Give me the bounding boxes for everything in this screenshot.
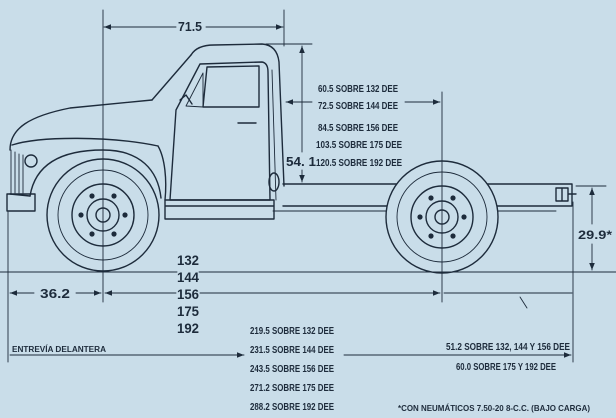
front-fender-rear-edge bbox=[157, 145, 167, 201]
rear-hitch bbox=[555, 187, 577, 202]
front-overhang-label: 36.2 bbox=[40, 286, 70, 301]
lug-nut bbox=[111, 231, 117, 237]
lug-nut bbox=[428, 195, 434, 201]
windshield-pillar bbox=[151, 54, 192, 101]
frame-height-label: 29.9* bbox=[578, 228, 612, 242]
tire-footnote: *CON NEUMÁTICOS 7.50-20 8-C.C. (BAJO CAR… bbox=[398, 403, 590, 413]
lug-nut bbox=[417, 214, 423, 220]
cab-rear-pillar bbox=[271, 69, 277, 201]
cab-to-axle-label: 60.5 SOBRE 132 DEE bbox=[318, 83, 398, 95]
rear-overhang-label: 51.2 SOBRE 132, 144 Y 156 DEE bbox=[446, 342, 570, 353]
headlight bbox=[24, 154, 38, 168]
cab-length-label: 71.5 bbox=[178, 19, 202, 34]
lug-nut bbox=[428, 233, 434, 239]
vent-window bbox=[185, 72, 204, 108]
grille bbox=[10, 149, 24, 195]
fuel-filler-cap bbox=[268, 172, 280, 192]
wheelbase-label: 144 bbox=[177, 269, 199, 285]
wheelbase-label: 192 bbox=[177, 320, 199, 336]
cab-to-axle-label: 103.5 SOBRE 175 DEE bbox=[316, 139, 402, 151]
lug-nut bbox=[89, 193, 95, 199]
front-bumper bbox=[6, 193, 36, 212]
fender-front-lower bbox=[9, 193, 31, 197]
hood bbox=[9, 99, 153, 151]
truck-side-view bbox=[6, 43, 577, 220]
lug-nut bbox=[89, 231, 95, 237]
leader-mark bbox=[519, 296, 528, 309]
cab-to-axle-label: 72.5 SOBRE 144 DEE bbox=[318, 100, 398, 112]
cab-height-extension bbox=[265, 43, 313, 185]
door-window bbox=[202, 65, 260, 108]
overall-length-label: 243.5 SOBRE 156 DEE bbox=[250, 364, 334, 375]
wheelbase-label: 132 bbox=[177, 252, 199, 268]
overall-length-label: 219.5 SOBRE 132 DEE bbox=[250, 326, 334, 337]
lug-nut bbox=[461, 214, 467, 220]
cab-door bbox=[169, 61, 271, 201]
dimension-labels: 71.5 60.5 SOBRE 132 DEE 72.5 SOBRE 144 D… bbox=[12, 19, 612, 413]
wheelbase-label: 156 bbox=[177, 286, 199, 302]
dimension-lines bbox=[0, 9, 616, 363]
cab-height-label: 54. 1 bbox=[286, 154, 316, 169]
side-mirror bbox=[179, 94, 193, 105]
front-track-label: ENTREVÍA DELANTERA bbox=[12, 345, 106, 354]
overall-length-label: 271.2 SOBRE 175 DEE bbox=[250, 383, 334, 394]
cab-to-axle-label: 120.5 SOBRE 192 DEE bbox=[316, 157, 402, 169]
lug-nut bbox=[450, 233, 456, 239]
lug-nut bbox=[111, 193, 117, 199]
lug-nut bbox=[78, 212, 84, 218]
cab-roof bbox=[190, 43, 285, 187]
lug-nut bbox=[450, 195, 456, 201]
hood-belt-line bbox=[11, 137, 159, 147]
rear-overhang-label: 60.0 SOBRE 175 Y 192 DEE bbox=[456, 362, 556, 373]
cab-to-axle-label: 84.5 SOBRE 156 DEE bbox=[318, 122, 398, 134]
overall-length-label: 288.2 SOBRE 192 DEE bbox=[250, 402, 334, 413]
running-board bbox=[164, 199, 275, 220]
wheelbase-label: 175 bbox=[177, 303, 199, 319]
lug-nut bbox=[122, 212, 128, 218]
overall-length-label: 231.5 SOBRE 144 DEE bbox=[250, 345, 334, 356]
